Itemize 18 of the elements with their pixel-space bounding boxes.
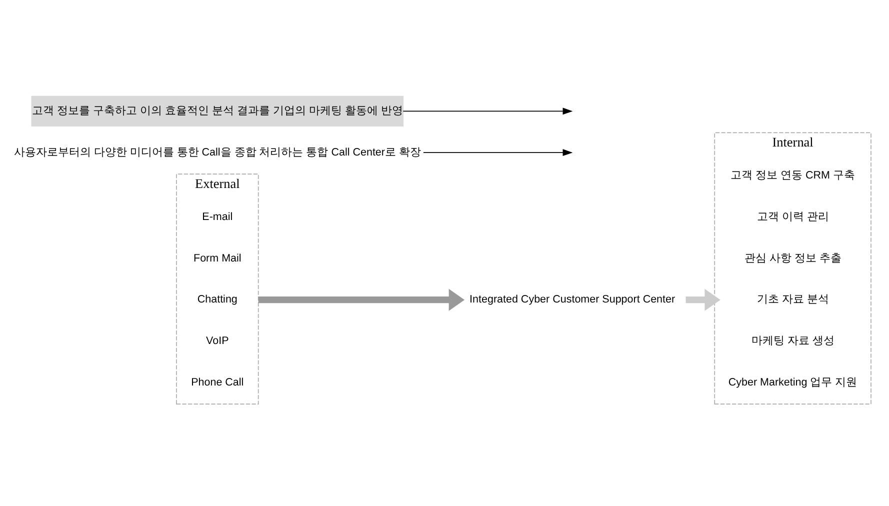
node-text: VoIP <box>206 334 229 347</box>
node-text: Phone Call <box>191 376 244 388</box>
arrow <box>402 107 573 114</box>
node-text: 고객 이력 관리 <box>756 210 829 222</box>
node-text: E-mail <box>202 210 233 222</box>
node-text: 사용자로부터의 다양한 미디어를 통한 Call을 종합 처리하는 통합 Call Center로 확장 <box>14 146 421 158</box>
node-text: Chatting <box>197 293 238 306</box>
node-text: Cyber Marketing 업무 지원 <box>728 376 858 388</box>
node-text: 기초 자료 분석 <box>756 293 829 306</box>
node-text: 관심 사항 정보 추출 <box>744 252 842 264</box>
node-box: 고객 정보를 구축하고 이의 효율적인 분석 결과를 기업의 마케팅 활동에 반영 <box>31 95 404 126</box>
node-text: 고객 정보 연동 CRM 구축 <box>730 169 856 182</box>
node-text: 마케팅 자료 생성 <box>751 334 834 347</box>
arrow <box>258 288 465 310</box>
arrow <box>686 288 720 310</box>
node-text: Form Mail <box>194 252 242 264</box>
node-text: Integrated Cyber Customer Support Center <box>470 293 676 306</box>
arrow <box>423 148 573 156</box>
